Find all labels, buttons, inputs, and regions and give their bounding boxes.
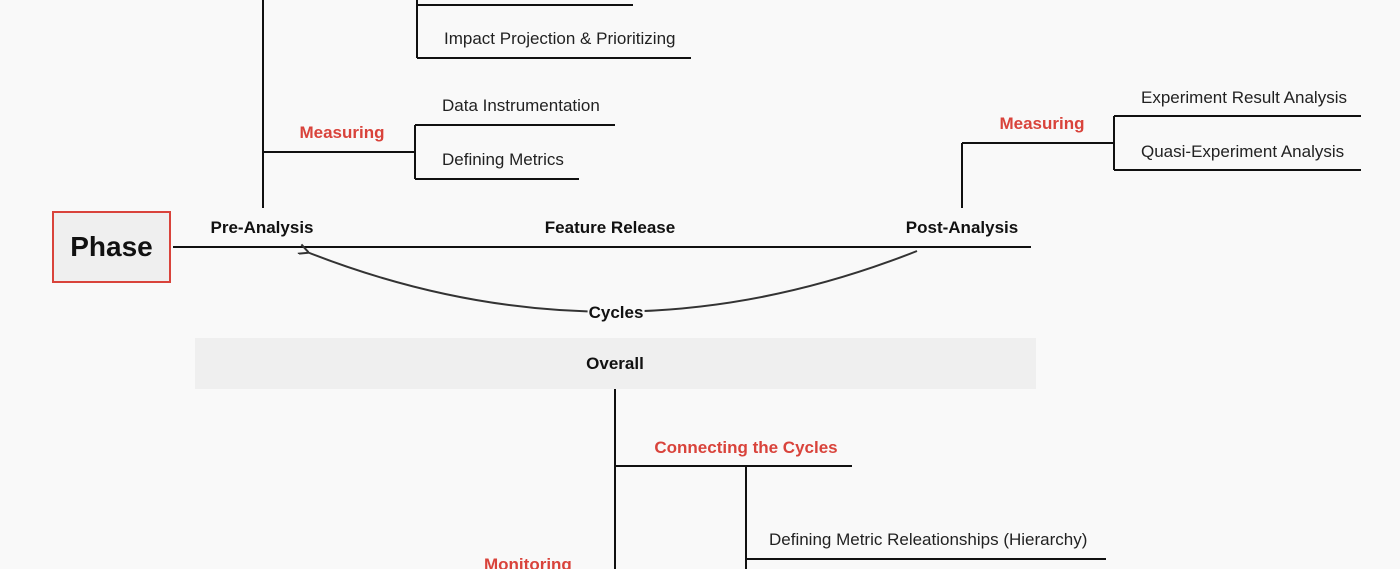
overall-band bbox=[195, 338, 1036, 389]
cycles-label: Cycles bbox=[587, 303, 645, 322]
experiment-result-label: Experiment Result Analysis bbox=[1141, 88, 1347, 107]
phase-title-box: Phase bbox=[52, 211, 171, 283]
phase-title: Phase bbox=[70, 231, 153, 262]
defining-metrics-label: Defining Metrics bbox=[442, 150, 564, 169]
overall-label: Overall bbox=[586, 354, 644, 373]
pre-analysis-label: Pre-Analysis bbox=[210, 218, 314, 237]
monitoring-label: Monitoring bbox=[484, 555, 572, 569]
data-instrumentation-label: Data Instrumentation bbox=[442, 96, 600, 115]
post-analysis-label: Post-Analysis bbox=[905, 218, 1019, 237]
metric-relationships-label: Defining Metric Releationships (Hierarch… bbox=[769, 530, 1088, 549]
quasi-experiment-label: Quasi-Experiment Analysis bbox=[1141, 142, 1345, 161]
feature-release-label: Feature Release bbox=[544, 218, 676, 237]
connecting-cycles-label: Connecting the Cycles bbox=[654, 438, 838, 457]
pre-measuring-label: Measuring bbox=[299, 123, 385, 142]
post-measuring-label: Measuring bbox=[999, 114, 1085, 133]
impact-projection-label: Impact Projection & Prioritizing bbox=[444, 29, 676, 48]
